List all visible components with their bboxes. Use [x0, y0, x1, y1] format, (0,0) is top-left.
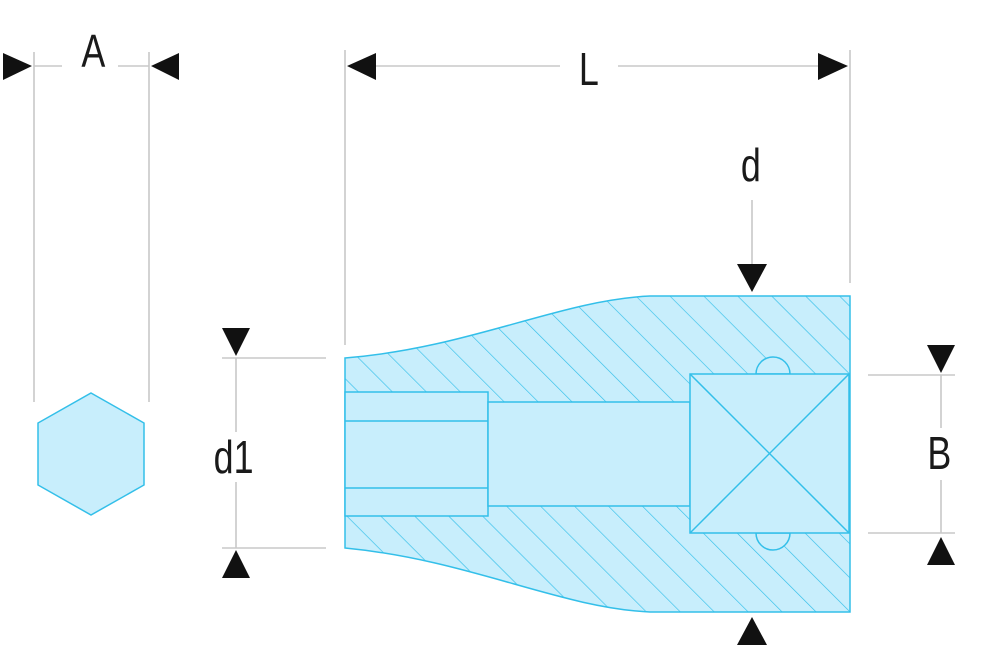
socket-cross-section	[344, 295, 851, 613]
arrow-a-left-icon	[3, 53, 32, 80]
dimension-label-a: A	[81, 25, 106, 77]
dimension-label-d1: d1	[213, 431, 254, 483]
arrow-d-bottom-icon	[737, 617, 767, 645]
dimension-label-l: L	[578, 43, 599, 95]
arrow-l-right-icon	[818, 53, 848, 80]
arrow-d1-top-icon	[222, 328, 250, 356]
hexagon-end-view-icon	[37, 392, 145, 516]
arrow-d1-bottom-icon	[222, 550, 250, 578]
arrow-a-right-icon	[151, 53, 179, 80]
arrow-b-bottom-icon	[927, 537, 955, 565]
detent-groove-top	[755, 356, 791, 375]
detent-groove-bottom	[755, 532, 791, 551]
square-drive-diagonal-2	[689, 373, 850, 534]
arrow-d-top-icon	[737, 264, 767, 292]
extension-lines	[33, 50, 955, 549]
arrow-l-left-icon	[347, 53, 376, 80]
bore-detail-lines	[345, 373, 850, 534]
arrow-b-top-icon	[927, 345, 955, 373]
center-bore	[487, 401, 691, 507]
dimension-label-b: B	[927, 427, 952, 479]
dimension-label-d: d	[740, 139, 761, 191]
hex-bore	[344, 391, 489, 517]
dimension-arrows	[3, 53, 955, 645]
